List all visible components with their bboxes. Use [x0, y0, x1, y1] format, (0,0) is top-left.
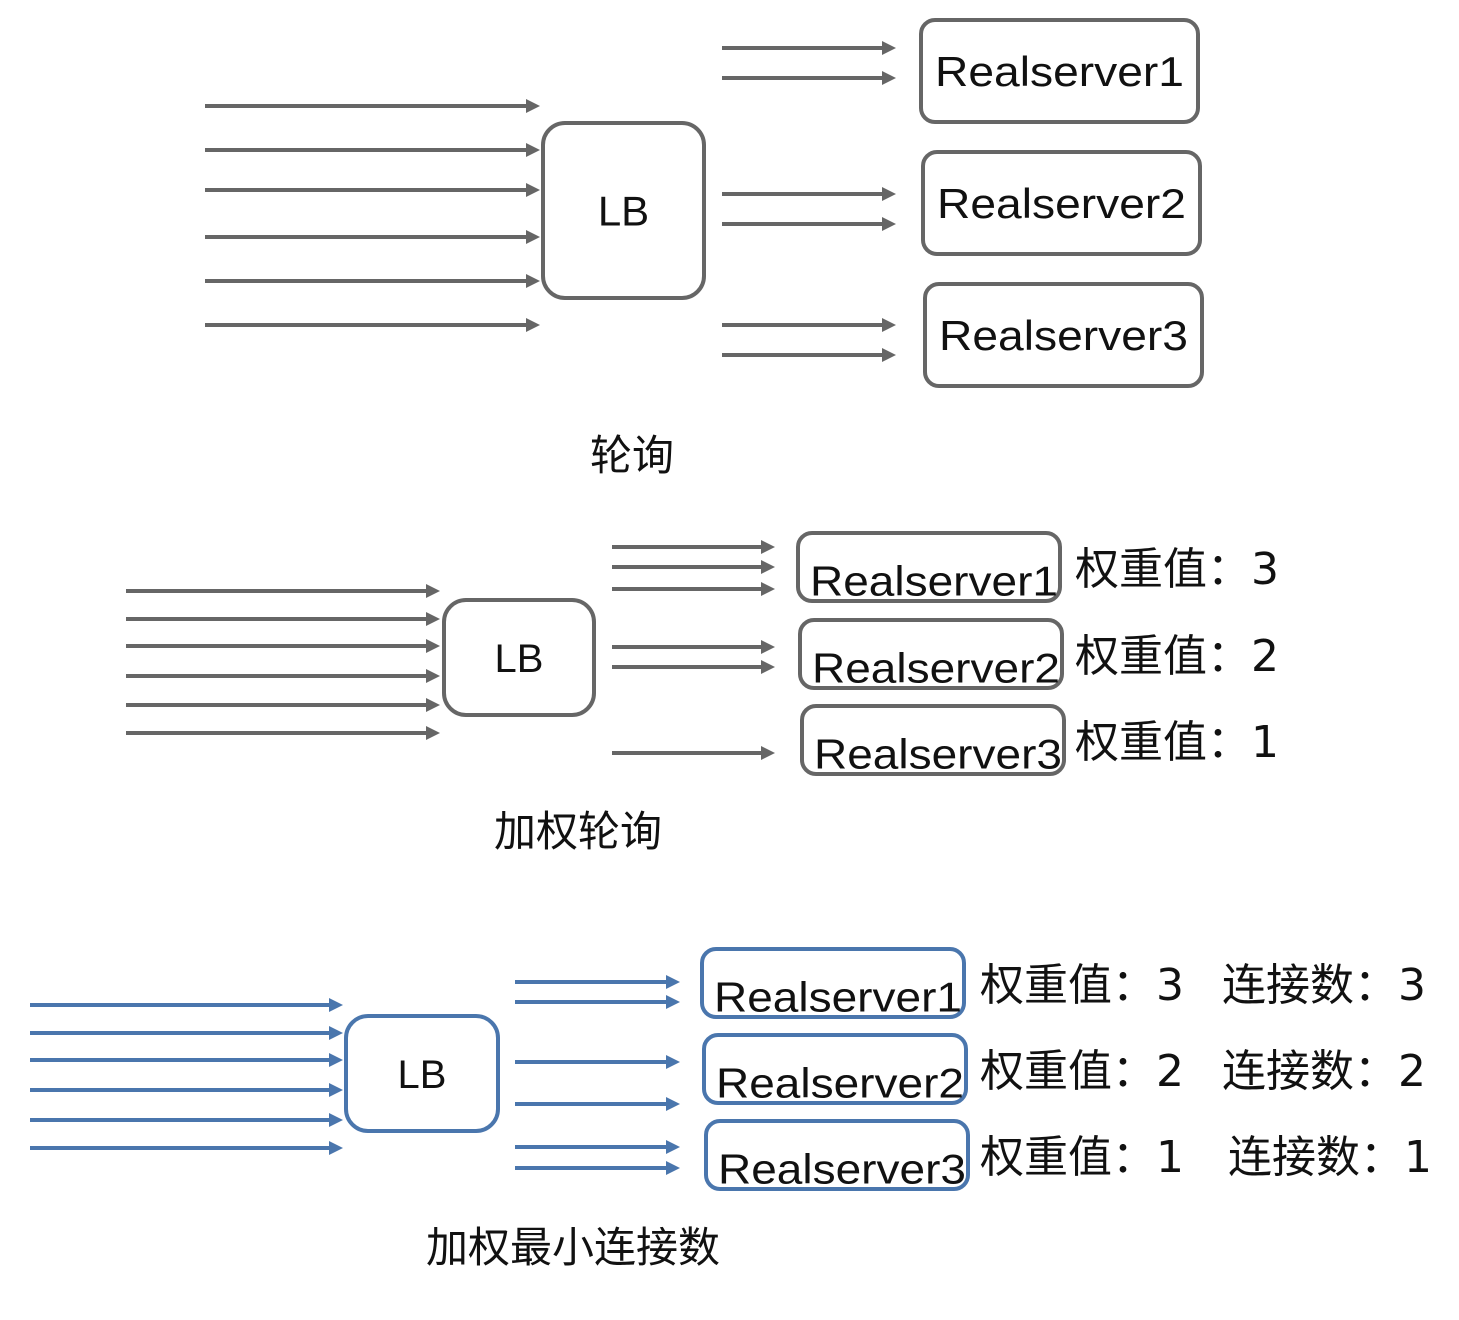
incoming-arrow	[30, 1113, 343, 1127]
weight-annotation: 权重值：2	[980, 1046, 1184, 1097]
connections-annotation: 连接数：2	[1222, 1046, 1426, 1097]
weight-annotation: 权重值：3	[1075, 544, 1279, 595]
dispatch-arrow	[515, 1161, 680, 1175]
load-balancer-box	[442, 598, 596, 717]
incoming-arrow	[205, 99, 540, 113]
load-balancer-label: LB	[598, 188, 649, 235]
incoming-arrow	[126, 584, 440, 598]
real-server-box	[800, 704, 1066, 776]
dispatch-arrow	[722, 217, 896, 231]
real-server-box	[798, 618, 1064, 690]
algorithm-caption: 轮询	[590, 431, 674, 480]
real-server-label: Realserver3	[814, 731, 1062, 778]
load-balancer-node: LB	[541, 121, 706, 300]
dispatch-arrow	[612, 746, 775, 760]
load-balancer-label: LB	[495, 637, 544, 681]
real-server-label: Realserver1	[714, 974, 962, 1021]
incoming-arrow	[205, 274, 540, 288]
load-balancer-node: LB	[344, 1014, 500, 1133]
dispatch-arrow	[515, 1140, 680, 1154]
incoming-requests	[30, 998, 343, 1155]
real-server-1: Realserver1 权重值：3 连接数：3	[515, 947, 1426, 1021]
real-server-2: Realserver2 权重值：2 连接数：2	[515, 1033, 1426, 1111]
dispatch-arrow	[515, 995, 680, 1009]
real-server-2: Realserver2	[722, 150, 1202, 256]
real-server-label: Realserver3	[718, 1146, 966, 1193]
dispatch-arrow	[612, 640, 775, 654]
weight-annotation: 权重值：1	[980, 1132, 1184, 1183]
real-server-box	[700, 947, 966, 1019]
real-server-box	[704, 1119, 970, 1191]
dispatch-arrow	[612, 540, 775, 554]
dispatch-arrow	[612, 660, 775, 674]
real-server-box	[921, 150, 1202, 256]
incoming-arrow	[126, 698, 440, 712]
load-balancer-box	[541, 121, 706, 300]
connections-annotation: 连接数：1	[1228, 1132, 1432, 1183]
incoming-arrow	[30, 1083, 343, 1097]
dispatch-arrow	[722, 318, 896, 332]
incoming-arrow	[30, 1026, 343, 1040]
dispatch-arrow	[722, 71, 896, 85]
dispatch-arrow	[515, 975, 680, 989]
incoming-requests	[126, 584, 440, 740]
real-server-box	[702, 1033, 968, 1105]
dispatch-arrow	[515, 1097, 680, 1111]
incoming-arrow	[205, 183, 540, 197]
dispatch-arrow	[612, 582, 775, 596]
real-server-box	[923, 282, 1204, 388]
incoming-arrow	[126, 612, 440, 626]
weight-annotation: 权重值：2	[1075, 631, 1279, 682]
dispatch-arrow	[722, 187, 896, 201]
real-server-box	[919, 18, 1200, 124]
real-server-label: Realserver2	[716, 1060, 964, 1107]
real-server-label: Realserver3	[939, 312, 1188, 359]
real-server-box	[796, 531, 1062, 603]
algorithm-caption: 加权轮询	[494, 807, 662, 856]
real-server-3: Realserver3 权重值：1 连接数：1	[515, 1119, 1432, 1193]
real-server-1: Realserver1	[722, 18, 1200, 124]
real-server-label: Realserver1	[935, 48, 1184, 95]
real-server-3: Realserver3	[722, 282, 1204, 388]
load-balancer-label: LB	[398, 1053, 447, 1097]
weight-annotation: 权重值：3	[980, 960, 1184, 1011]
load-balancer-node: LB	[442, 598, 596, 717]
incoming-requests	[205, 99, 540, 332]
incoming-arrow	[126, 669, 440, 683]
incoming-arrow	[30, 1053, 343, 1067]
real-server-label: Realserver2	[812, 645, 1060, 692]
load-balancer-box	[344, 1014, 500, 1133]
weight-annotation: 权重值：1	[1075, 717, 1279, 768]
real-server-3: Realserver3 权重值：1	[612, 704, 1279, 778]
incoming-arrow	[205, 230, 540, 244]
real-server-label: Realserver1	[810, 558, 1058, 605]
real-server-label: Realserver2	[937, 180, 1186, 227]
dispatch-arrow	[515, 1055, 680, 1069]
real-server-1: Realserver1 权重值：3	[612, 531, 1279, 605]
incoming-arrow	[126, 726, 440, 740]
incoming-arrow	[205, 143, 540, 157]
connections-annotation: 连接数：3	[1222, 960, 1426, 1011]
incoming-arrow	[205, 318, 540, 332]
incoming-arrow	[30, 1141, 343, 1155]
incoming-arrow	[30, 998, 343, 1012]
incoming-arrow	[126, 639, 440, 653]
real-server-2: Realserver2 权重值：2	[612, 618, 1279, 692]
algorithm-caption: 加权最小连接数	[426, 1223, 720, 1272]
dispatch-arrow	[722, 41, 896, 55]
dispatch-arrow	[612, 560, 775, 574]
dispatch-arrow	[722, 348, 896, 362]
